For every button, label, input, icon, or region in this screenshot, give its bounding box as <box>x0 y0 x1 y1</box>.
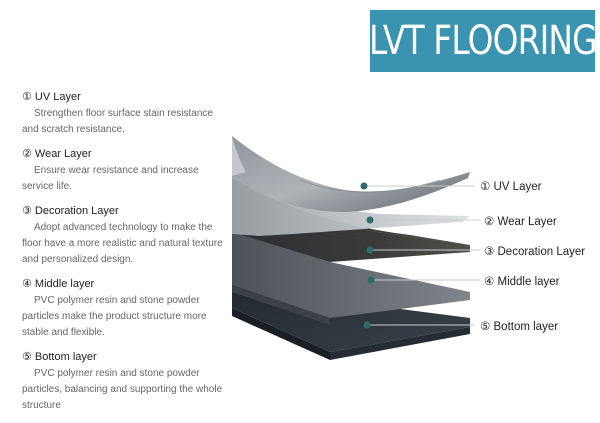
description-text: Adopt advanced technology to make the fl… <box>22 222 223 265</box>
description-text: PVC polymer resin and stone powder parti… <box>22 368 223 411</box>
description-title: ③ Decoration Layer <box>22 205 119 217</box>
description-wear-layer: ② Wear Layer Ensure wear resistance and … <box>22 147 232 195</box>
layer-description-list: ① UV Layer Strengthen floor surface stai… <box>22 90 232 423</box>
title-banner: LVT FLOORING <box>368 10 598 72</box>
description-title: ⑤ Bottom layer <box>22 351 97 363</box>
description-middle-layer: ④ Middle layer PVC polymer resin and sto… <box>22 277 232 341</box>
callout-middle-layer: ④ Middle layer <box>484 276 560 288</box>
callout-leaders <box>360 182 480 329</box>
description-text: Strengthen floor surface stain resistanc… <box>22 108 213 135</box>
description-bottom-layer: ⑤ Bottom layer PVC polymer resin and sto… <box>22 350 232 414</box>
uv-layer-shape <box>232 136 470 212</box>
description-text: Ensure wear resistance and increase serv… <box>22 165 199 192</box>
page-title: LVT FLOORING <box>368 18 598 64</box>
description-title: ④ Middle layer <box>22 278 95 290</box>
description-title: ① UV Layer <box>22 91 81 103</box>
callout-bottom-layer: ⑤ Bottom layer <box>480 321 559 333</box>
description-decoration-layer: ③ Decoration Layer Adopt advanced techno… <box>22 204 232 268</box>
middle-layer-shape <box>232 230 470 325</box>
callout-wear-layer: ② Wear Layer <box>484 216 557 228</box>
description-uv-layer: ① UV Layer Strengthen floor surface stai… <box>22 90 232 138</box>
description-text: PVC polymer resin and stone powder parti… <box>22 295 207 338</box>
description-title: ② Wear Layer <box>22 148 92 160</box>
callout-uv-layer: ① UV Layer <box>480 181 542 193</box>
callout-decoration-layer: ③ Decoration Layer <box>484 246 586 258</box>
wear-layer-shape <box>232 165 470 236</box>
